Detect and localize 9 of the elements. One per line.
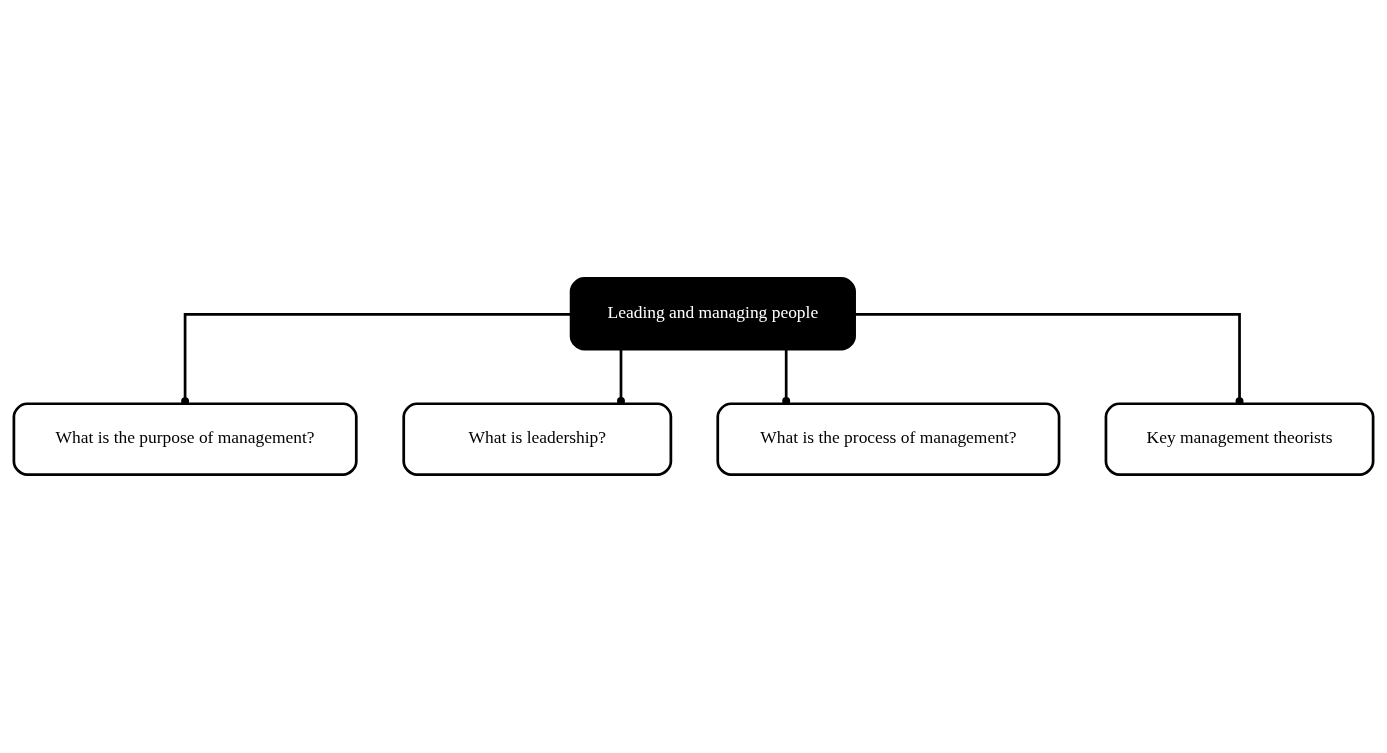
node-box: Key management theorists [1104, 402, 1375, 476]
connector [617, 349, 625, 405]
node-box: What is the process of management? [716, 402, 1061, 476]
node-box: Leading and managing people [569, 277, 856, 351]
node-box: What is the purpose of management? [12, 402, 358, 476]
connector [854, 313, 1244, 406]
connector [181, 313, 572, 406]
node-box: What is leadership? [402, 402, 673, 476]
connector [782, 349, 791, 405]
